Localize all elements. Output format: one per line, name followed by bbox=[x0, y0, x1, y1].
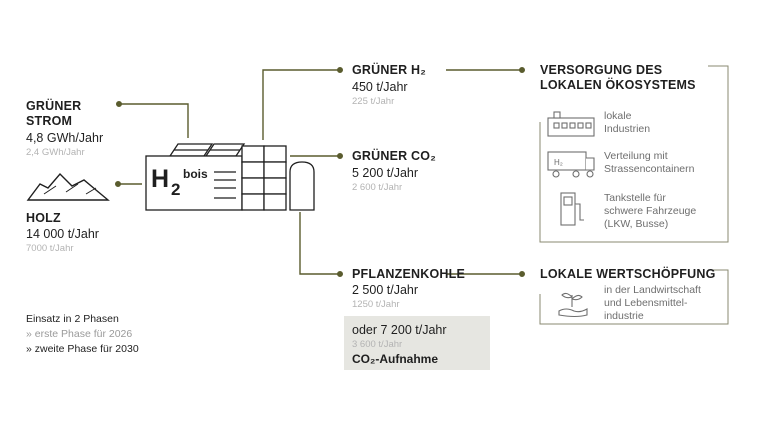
svg-text:H₂: H₂ bbox=[554, 158, 563, 167]
kohle-connector bbox=[299, 212, 340, 275]
versorgung-item-3: Tankstelle für schwere Fahrzeuge (LKW, B… bbox=[604, 192, 697, 230]
kohle-sub: 1250 t/Jahr bbox=[352, 299, 400, 310]
wood-pile-icon bbox=[26, 172, 110, 201]
h2-sub: 225 t/Jahr bbox=[352, 96, 395, 107]
versorgung-bracket bbox=[539, 65, 729, 243]
plant-logo-bois: bois bbox=[183, 167, 208, 181]
co2-sub: 2 600 t/Jahr bbox=[352, 182, 403, 193]
fuel-station-icon bbox=[560, 192, 584, 226]
strom-value: 4,8 GWh/Jahr bbox=[26, 131, 104, 145]
kohle-value: 2 500 t/Jahr bbox=[352, 283, 419, 297]
hand-plant-icon bbox=[558, 292, 588, 318]
wertschoepfung-bracket bbox=[539, 269, 729, 325]
phases-intro: Einsatz in 2 Phasen bbox=[26, 313, 119, 325]
h2-value: 450 t/Jahr bbox=[352, 80, 408, 94]
phases-first: » erste Phase für 2026 bbox=[26, 328, 133, 340]
co2-uptake-box: oder 7 200 t/Jahr 3 600 t/Jahr CO₂-Aufna… bbox=[344, 316, 490, 370]
co2-uptake-sub: 3 600 t/Jahr bbox=[352, 339, 403, 350]
h2-title: GRÜNER H₂ bbox=[352, 63, 427, 77]
co2-value: 5 200 t/Jahr bbox=[352, 166, 419, 180]
plant-logo-h: H bbox=[151, 165, 170, 193]
plant-logo-2: 2 bbox=[171, 180, 181, 199]
phases-second: » zweite Phase für 2030 bbox=[26, 343, 139, 355]
h2bois-plant-icon bbox=[145, 143, 315, 211]
wertschoepfung-item: in der Landwirtschaft und Lebensmittel- … bbox=[604, 284, 701, 322]
strom-connector bbox=[119, 103, 189, 138]
strom-sub: 2,4 GWh/Jahr bbox=[26, 147, 85, 158]
h2-connector bbox=[262, 69, 340, 140]
versorgung-item-2: Verteilung mit Strassencontainern bbox=[604, 150, 695, 175]
co2-uptake-value: oder 7 200 t/Jahr bbox=[352, 323, 447, 337]
strom-title: GRÜNER STROM bbox=[26, 99, 82, 128]
holz-title: HOLZ bbox=[26, 211, 61, 225]
co2-uptake-label: CO₂-Aufnahme bbox=[352, 352, 438, 366]
holz-value: 14 000 t/Jahr bbox=[26, 227, 99, 241]
factory-icon bbox=[547, 111, 595, 137]
co2-title: GRÜNER CO₂ bbox=[352, 149, 436, 163]
versorgung-title: VERSORGUNG DES LOKALEN ÖKOSYSTEMS bbox=[540, 63, 696, 92]
wertschoepfung-title: LOKALE WERTSCHÖPFUNG bbox=[540, 267, 716, 281]
h2-container-truck-icon: H₂ bbox=[547, 151, 595, 178]
kohle-title: PFLANZENKOHLE bbox=[352, 267, 466, 281]
holz-sub: 7000 t/Jahr bbox=[26, 243, 74, 254]
versorgung-item-1: lokale Industrien bbox=[604, 110, 651, 135]
